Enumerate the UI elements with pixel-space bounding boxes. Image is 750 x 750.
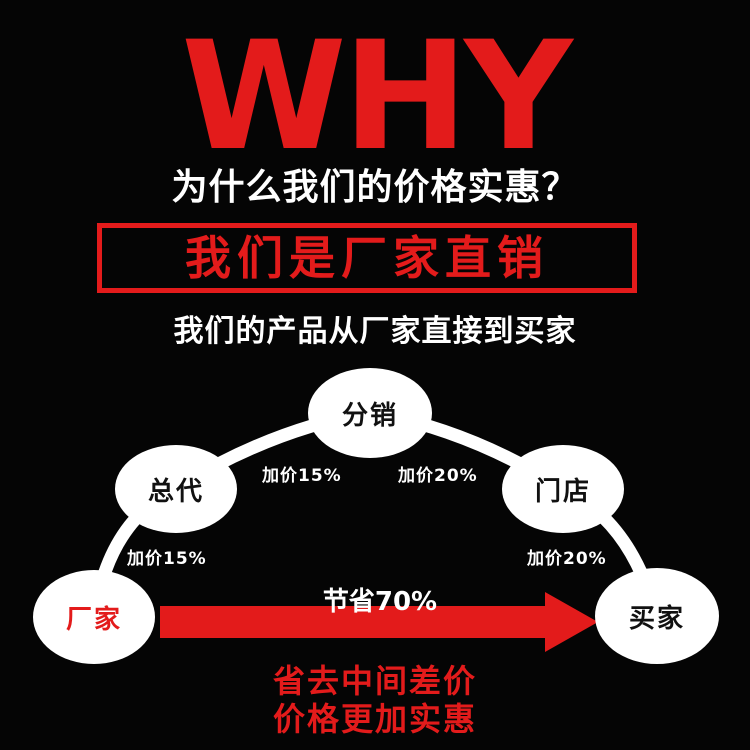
node-distributor: 分销 [308, 368, 432, 458]
markup-distributor-to-store: 加价20% [398, 466, 478, 486]
node-factory: 厂家 [33, 570, 155, 664]
description: 我们的产品从厂家直接到买家 [173, 314, 577, 349]
slogan-line-1: 省去中间差价 [272, 662, 477, 700]
node-factory-label: 厂家 [65, 604, 122, 635]
headline-why: WHY [181, 10, 573, 184]
markup-agent-to-distributor: 加价15% [262, 466, 342, 486]
subtitle: 为什么我们的价格实惠？ [171, 167, 579, 208]
node-buyer-label: 买家 [628, 603, 685, 634]
banner-text: 我们是厂家直销 [185, 231, 549, 285]
node-general-agent-label: 总代 [147, 476, 204, 507]
node-general-agent: 总代 [115, 445, 237, 533]
direct-arrow [160, 592, 598, 652]
markup-factory-to-agent: 加价15% [127, 549, 207, 569]
slogan-line-2: 价格更加实惠 [272, 700, 477, 738]
node-buyer: 买家 [595, 568, 719, 664]
banner-frame [97, 223, 637, 293]
node-store-label: 门店 [534, 476, 591, 507]
savings-label: 节省70% [322, 587, 438, 617]
node-store: 门店 [502, 445, 624, 533]
markup-store-to-buyer: 加价20% [527, 549, 607, 569]
node-distributor-label: 分销 [341, 400, 398, 431]
